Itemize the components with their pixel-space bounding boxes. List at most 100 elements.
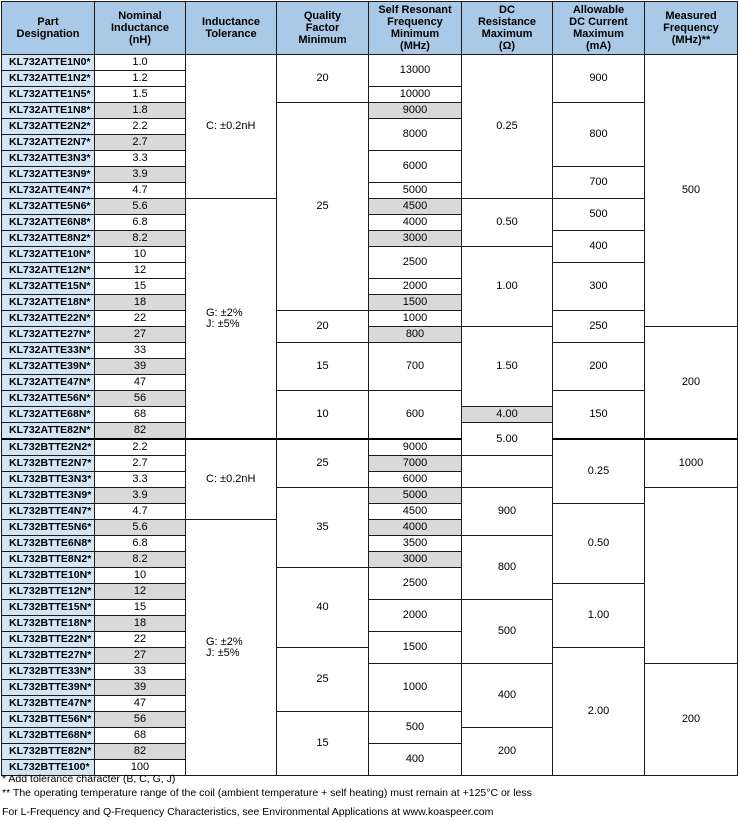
- part-designation-cell: KL732BTTE100*: [1, 759, 95, 776]
- part-designation-cell: KL732BTTE56N*: [1, 711, 95, 728]
- table-row: KL732BTTE2N2*2.2C: ±0.2nH2590000.2510005…: [1, 438, 738, 520]
- srf-cell: 600: [368, 390, 462, 440]
- part-designation-cell: KL732ATTE39N*: [1, 358, 95, 375]
- dc-current-cell: 800: [552, 102, 645, 167]
- srf-cell: 1500: [368, 631, 462, 664]
- part-designation-cell: KL732BTTE2N2*: [1, 438, 95, 456]
- inductance-cell: 2.7: [94, 134, 186, 151]
- tolerance-cell: G: ±2%J: ±5%: [185, 519, 277, 776]
- part-designation-cell: KL732BTTE18N*: [1, 615, 95, 632]
- dc-current-cell: 900: [461, 487, 553, 536]
- part-designation-cell: KL732BTTE8N2*: [1, 551, 95, 568]
- table-row: KL732ATTE1N2*1.2: [1, 70, 738, 87]
- tolerance-cell: C: ±0.2nH: [185, 54, 277, 199]
- inductance-cell: 82: [94, 422, 186, 440]
- part-designation-cell: KL732BTTE2N7*: [1, 455, 95, 472]
- dc-current-cell: 800: [461, 535, 553, 600]
- part-designation-cell: KL732ATTE1N2*: [1, 70, 95, 87]
- part-designation-cell: KL732ATTE18N*: [1, 294, 95, 311]
- srf-cell: 500: [368, 711, 462, 744]
- inductance-cell: 12: [94, 583, 186, 600]
- dc-resistance-cell: 0.25: [461, 54, 553, 199]
- srf-cell: 400: [368, 743, 462, 776]
- part-designation-cell: KL732ATTE3N3*: [1, 150, 95, 167]
- table-row: KL732BTTE18N*18: [1, 615, 738, 632]
- inductance-cell: 82: [94, 743, 186, 760]
- part-designation-cell: KL732ATTE1N8*: [1, 102, 95, 119]
- inductance-cell: 15: [94, 278, 186, 295]
- inductance-cell: 1.0: [94, 54, 186, 71]
- inductance-cell: 10: [94, 567, 186, 584]
- inductance-cell: 12: [94, 262, 186, 279]
- footnote-temperature: ** The operating temperature range of th…: [2, 787, 532, 799]
- part-designation-cell: KL732BTTE10N*: [1, 567, 95, 584]
- part-designation-cell: KL732ATTE33N*: [1, 342, 95, 359]
- srf-cell: 1500: [368, 294, 462, 311]
- srf-cell: 2500: [368, 246, 462, 279]
- q-factor-cell: 10: [276, 390, 369, 440]
- part-designation-cell: KL732ATTE82N*: [1, 422, 95, 440]
- dc-current-cell: 150: [552, 390, 645, 440]
- inductance-cell: 8.2: [94, 551, 186, 568]
- q-factor-cell: 15: [276, 342, 369, 391]
- inductance-cell: 18: [94, 294, 186, 311]
- footnote-tolerance: * Add tolerance character (B, C, G, J): [2, 773, 176, 785]
- srf-cell: 800: [368, 326, 462, 343]
- srf-cell: 700: [368, 342, 462, 391]
- part-designation-cell: KL732ATTE2N7*: [1, 134, 95, 151]
- dc-resistance-cell: 4.00: [461, 406, 553, 423]
- q-factor-cell: 35: [276, 487, 369, 568]
- inductance-cell: 27: [94, 647, 186, 664]
- part-designation-cell: KL732BTTE15N*: [1, 599, 95, 616]
- dc-current-cell: 700: [552, 166, 645, 199]
- dc-resistance-cell: 5.00: [461, 422, 553, 456]
- part-designation-cell: KL732BTTE4N7*: [1, 503, 95, 520]
- inductance-cell: 3.3: [94, 150, 186, 167]
- srf-cell: 4000: [368, 214, 462, 231]
- footnote-characteristics: For L-Frequency and Q-Frequency Characte…: [2, 806, 494, 818]
- srf-cell: 8000: [368, 118, 462, 151]
- inductance-cell: 100: [94, 759, 186, 776]
- srf-cell: 4000: [368, 519, 462, 536]
- srf-cell: 9000: [368, 438, 462, 456]
- measured-frequency-cell: 200: [644, 663, 738, 776]
- srf-cell: 2000: [368, 278, 462, 295]
- srf-cell: 5000: [368, 487, 462, 504]
- part-designation-cell: KL732ATTE8N2*: [1, 230, 95, 247]
- inductance-cell: 3.9: [94, 166, 186, 183]
- inductance-cell: 56: [94, 390, 186, 407]
- table-row: KL732ATTE18N*18 1500: [1, 294, 738, 311]
- inductance-cell: 4.7: [94, 503, 186, 520]
- dc-resistance-cell: 0.25: [552, 438, 645, 504]
- inductance-cell: 10: [94, 246, 186, 263]
- dc-resistance-cell: 1.50: [461, 326, 553, 407]
- q-factor-cell: 40: [276, 567, 369, 648]
- table-row: KL732ATTE47N*47: [1, 374, 738, 391]
- part-designation-cell: KL732BTTE6N8*: [1, 535, 95, 552]
- part-designation-cell: KL732BTTE47N*: [1, 695, 95, 712]
